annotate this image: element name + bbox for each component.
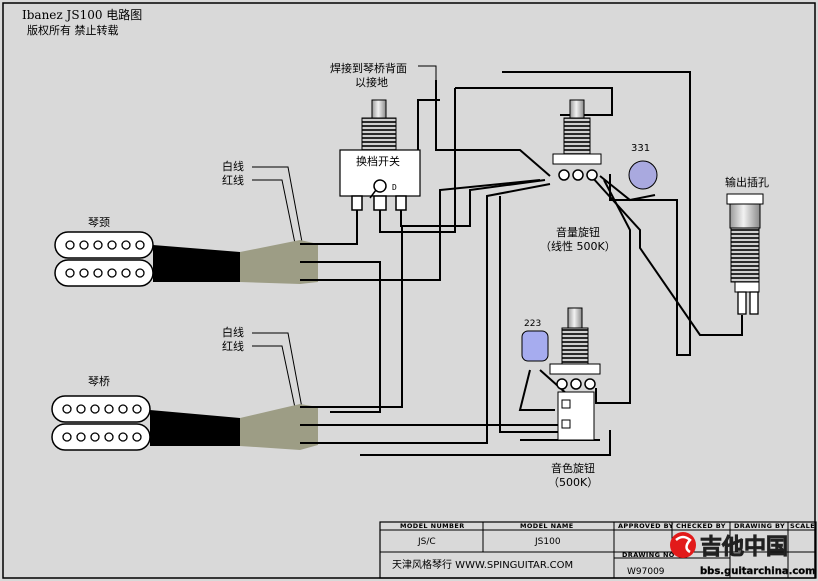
output-jack xyxy=(726,193,764,315)
title-block xyxy=(379,521,817,579)
watermark-url: bbs.guitarchina.com xyxy=(700,566,816,577)
volume-pot xyxy=(552,99,602,181)
ground-note-line1: 焊接到琴桥背面 xyxy=(330,61,407,75)
tone-pot xyxy=(549,307,601,441)
switch-letter: D xyxy=(392,183,397,192)
neck-pickup-label: 琴颈 xyxy=(88,216,110,229)
tb-checked-by-header: CHECKED BY xyxy=(676,522,726,530)
tb-company: 天津风格琴行 WWW.SPINGUITAR.COM xyxy=(392,558,573,571)
bridge-white-wire-label: 白线 xyxy=(222,325,244,339)
tb-model-name-header: MODEL NAME xyxy=(520,522,574,530)
wiring xyxy=(318,71,743,456)
ground-note-line2: 以接地 xyxy=(355,76,388,89)
neck-red-wire-label: 红线 xyxy=(222,173,244,187)
tone-label: 音色旋钮 xyxy=(551,461,595,475)
tb-drawing-no-header: DRAWING NO xyxy=(622,551,675,559)
bridge-pickup xyxy=(51,395,318,451)
tb-drawing-by-header: DRAWING BY xyxy=(734,522,785,530)
capacitor-331 xyxy=(628,160,658,190)
tb-drawing-no: W97009 xyxy=(627,567,665,577)
neck-white-wire-label: 白线 xyxy=(222,159,244,173)
volume-spec: （线性 500K） xyxy=(540,239,616,253)
volume-label: 音量旋钮 xyxy=(556,225,600,239)
switch-label: 换档开关 xyxy=(356,154,400,168)
output-jack-label: 输出插孔 xyxy=(725,175,769,189)
tb-model-number-header: MODEL NUMBER xyxy=(400,522,465,530)
neck-pickup xyxy=(54,231,318,287)
bridge-pickup-label: 琴桥 xyxy=(88,375,110,388)
watermark-name: 吉他中国 xyxy=(700,534,788,560)
capacitor-223 xyxy=(521,330,549,362)
tb-model-number: JS/C xyxy=(417,537,436,547)
tb-approved-by-header: APPROVED BY xyxy=(618,522,674,530)
tb-scale-header: SCALE xyxy=(790,522,815,530)
tb-model-name: JS100 xyxy=(534,537,561,547)
watermark xyxy=(670,532,696,558)
tone-spec: （500K） xyxy=(548,476,598,489)
cap-223-label: 223 xyxy=(524,319,541,329)
pickup-switch xyxy=(339,99,421,211)
copyright-note: 版权所有 禁止转载 xyxy=(27,23,119,37)
bridge-red-wire-label: 红线 xyxy=(222,339,244,353)
wire-label-leaders xyxy=(252,65,437,423)
diagram-title: Ibanez JS100 电路图 xyxy=(22,7,142,22)
cap-331-label: 331 xyxy=(631,143,650,154)
